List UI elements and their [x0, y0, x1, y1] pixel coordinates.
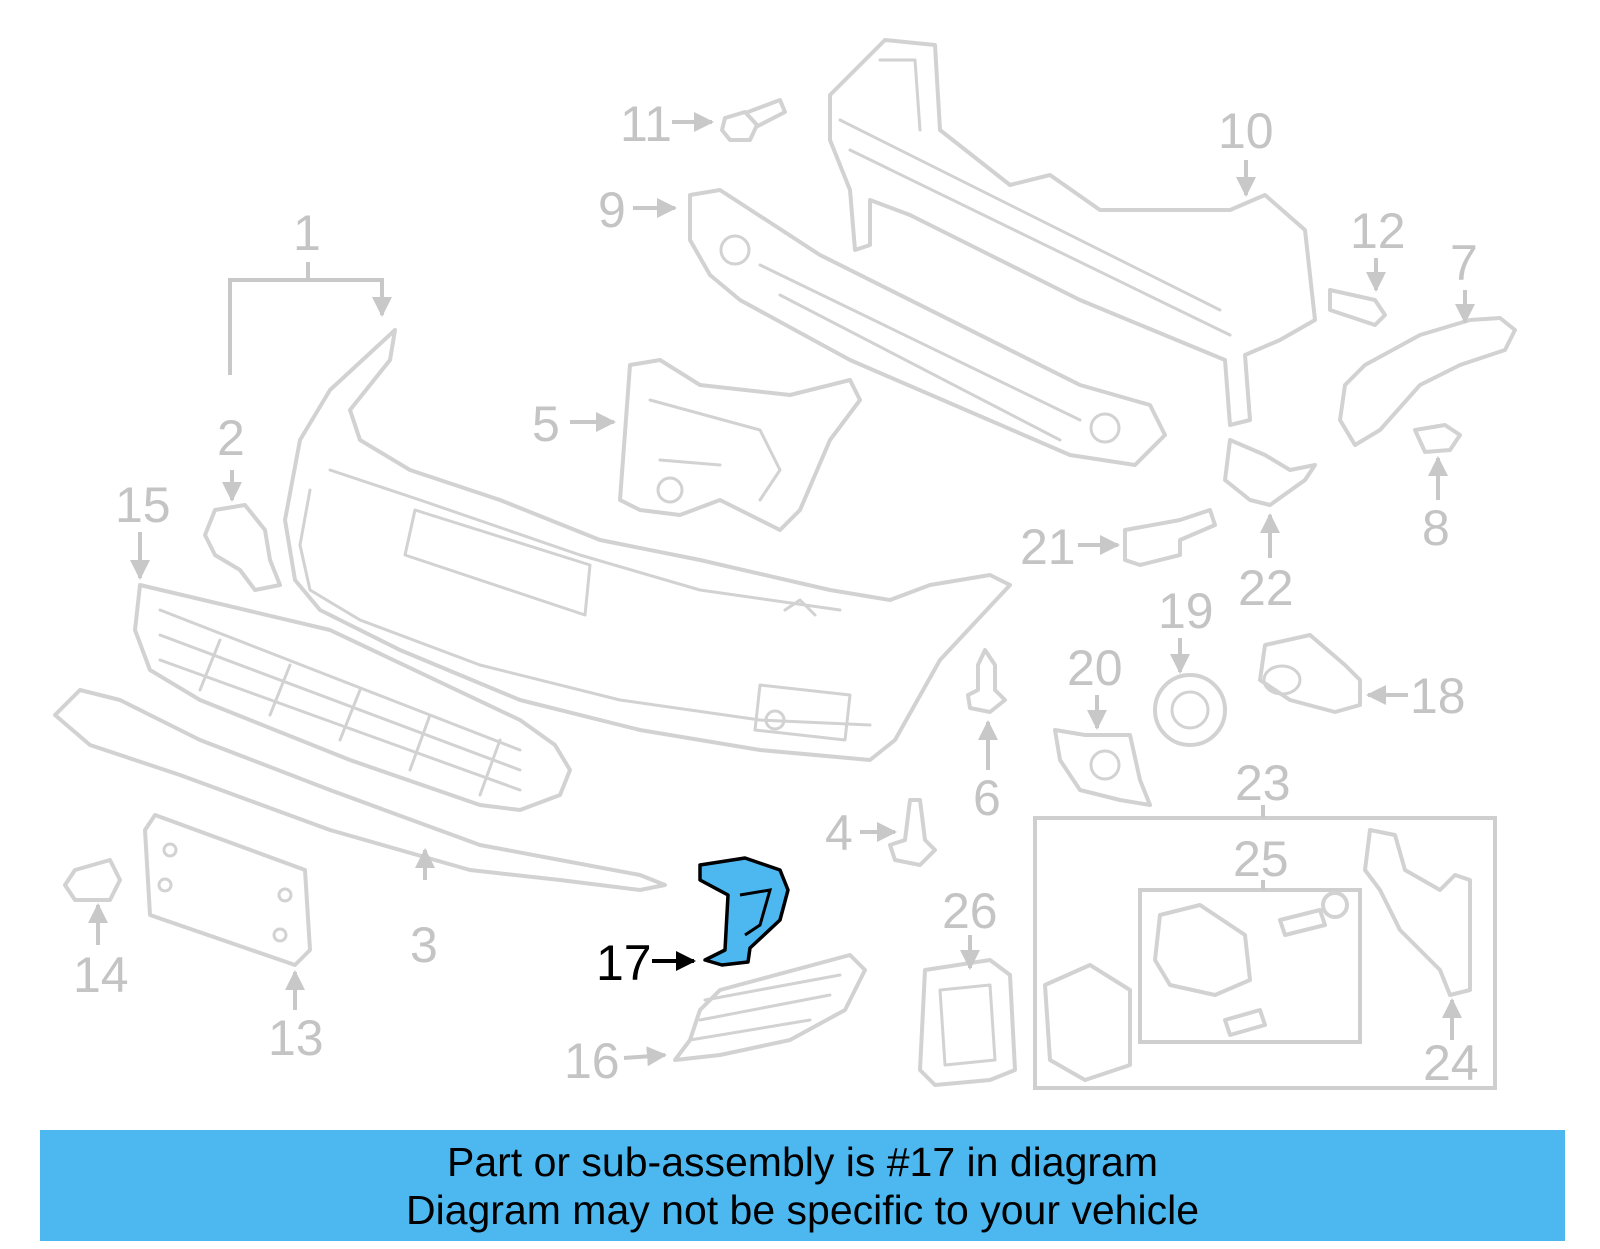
callout-9: 9	[598, 182, 626, 238]
callout-25: 25	[1233, 831, 1289, 887]
callout-11: 11	[620, 96, 672, 152]
callout-5: 5	[532, 396, 560, 452]
part-19-sensor-ring	[1153, 673, 1227, 747]
caption-banner: Part or sub-assembly is #17 in diagram D…	[40, 1130, 1565, 1241]
part-13-license-bracket	[143, 813, 312, 967]
callout-23: 23	[1235, 755, 1291, 811]
part-25-assembly-box	[1138, 888, 1362, 1044]
part-14-clip	[63, 858, 122, 902]
part-9-energy-absorber	[688, 188, 1167, 467]
callout-24: 24	[1423, 1035, 1479, 1091]
callout-3: 3	[410, 917, 438, 973]
part-18-parking-sensor	[1258, 633, 1362, 714]
callout-14: 14	[73, 947, 129, 1003]
caption-line-2: Diagram may not be specific to your vehi…	[405, 1186, 1199, 1233]
part-12-bolt	[1328, 288, 1387, 327]
part-5-bracket	[618, 358, 862, 532]
callout-4: 4	[825, 805, 853, 861]
part-10-reinforcement-bar	[828, 38, 1317, 427]
part-3-molding-strip	[53, 688, 667, 892]
part-20-sensor-bracket	[1053, 728, 1152, 807]
part-1-bumper-cover	[283, 328, 1012, 762]
callout-6: 6	[973, 770, 1001, 826]
callout-2: 2	[217, 410, 245, 466]
part-25-radar-unit	[1153, 891, 1349, 1037]
callout-labels: 1 2 3 4 5 6 7 8 9 10 11 12 13 14 15 16 1…	[73, 96, 1479, 1091]
part-22-bracket	[1223, 438, 1317, 507]
part-2-tow-hook-cap	[203, 503, 282, 592]
callout-13: 13	[268, 1010, 324, 1066]
callout-1: 1	[293, 205, 321, 261]
part-8-grommet	[1413, 423, 1462, 454]
control-module	[1043, 963, 1132, 1082]
callout-15: 15	[115, 477, 171, 533]
part-26-sensor-housing	[918, 958, 1017, 1087]
callout-7: 7	[1450, 235, 1478, 291]
part-16-fog-grille	[673, 953, 867, 1062]
callout-16: 16	[564, 1033, 620, 1089]
part-17-bracket-highlighted	[698, 856, 790, 967]
part-15-lower-grille	[133, 583, 572, 812]
callout-20: 20	[1067, 640, 1123, 696]
callout-12: 12	[1350, 203, 1406, 259]
part-11-bolt	[720, 98, 787, 142]
caption-line-1: Part or sub-assembly is #17 in diagram	[447, 1138, 1158, 1185]
callout-18: 18	[1410, 668, 1466, 724]
callout-22: 22	[1238, 560, 1294, 616]
part-4-push-pin	[888, 798, 937, 867]
callout-10: 10	[1218, 103, 1274, 159]
part-24-bracket	[1363, 828, 1472, 997]
part-21-sensor	[1123, 508, 1217, 567]
part-6-push-pin	[966, 648, 1007, 714]
callout-26: 26	[942, 883, 998, 939]
leader-lines	[88, 112, 1475, 1067]
callout-21: 21	[1020, 519, 1076, 575]
callout-8: 8	[1422, 500, 1450, 556]
callout-19: 19	[1158, 583, 1214, 639]
callout-17: 17	[596, 935, 652, 991]
